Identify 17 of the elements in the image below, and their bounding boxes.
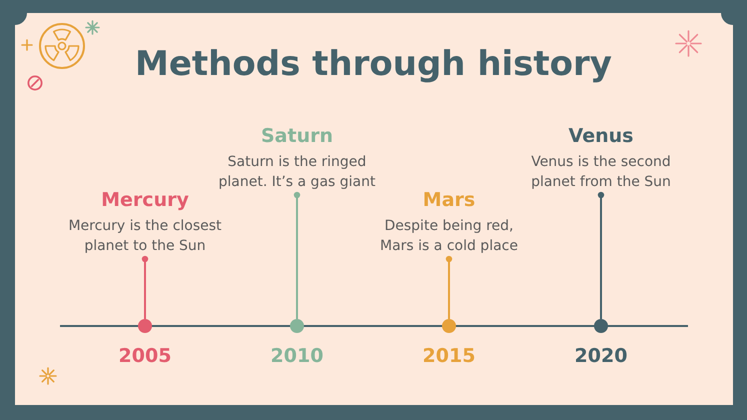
connector-line: [598, 192, 604, 319]
connector-line: [446, 256, 452, 319]
event-description: Mercury is the closest planet to the Sun: [67, 217, 223, 256]
connector-line: [142, 256, 148, 319]
year-label: 2020: [574, 344, 628, 368]
year-label: 2005: [118, 344, 172, 368]
event-title: Mars: [422, 188, 476, 212]
event-description: Venus is the second planet from the Sun: [530, 153, 672, 192]
event-title: Saturn: [260, 124, 333, 148]
event-title: Venus: [568, 124, 634, 148]
year-label: 2015: [422, 344, 476, 368]
slide-title: Methods through history: [135, 44, 612, 84]
event-description: Saturn is the ringed planet. It’s a gas giant: [217, 153, 376, 192]
year-label: 2010: [270, 344, 324, 368]
event-description: Despite being red, Mars is a cold place: [379, 217, 519, 256]
connector-line: [294, 192, 300, 319]
event-title: Mercury: [101, 188, 189, 212]
